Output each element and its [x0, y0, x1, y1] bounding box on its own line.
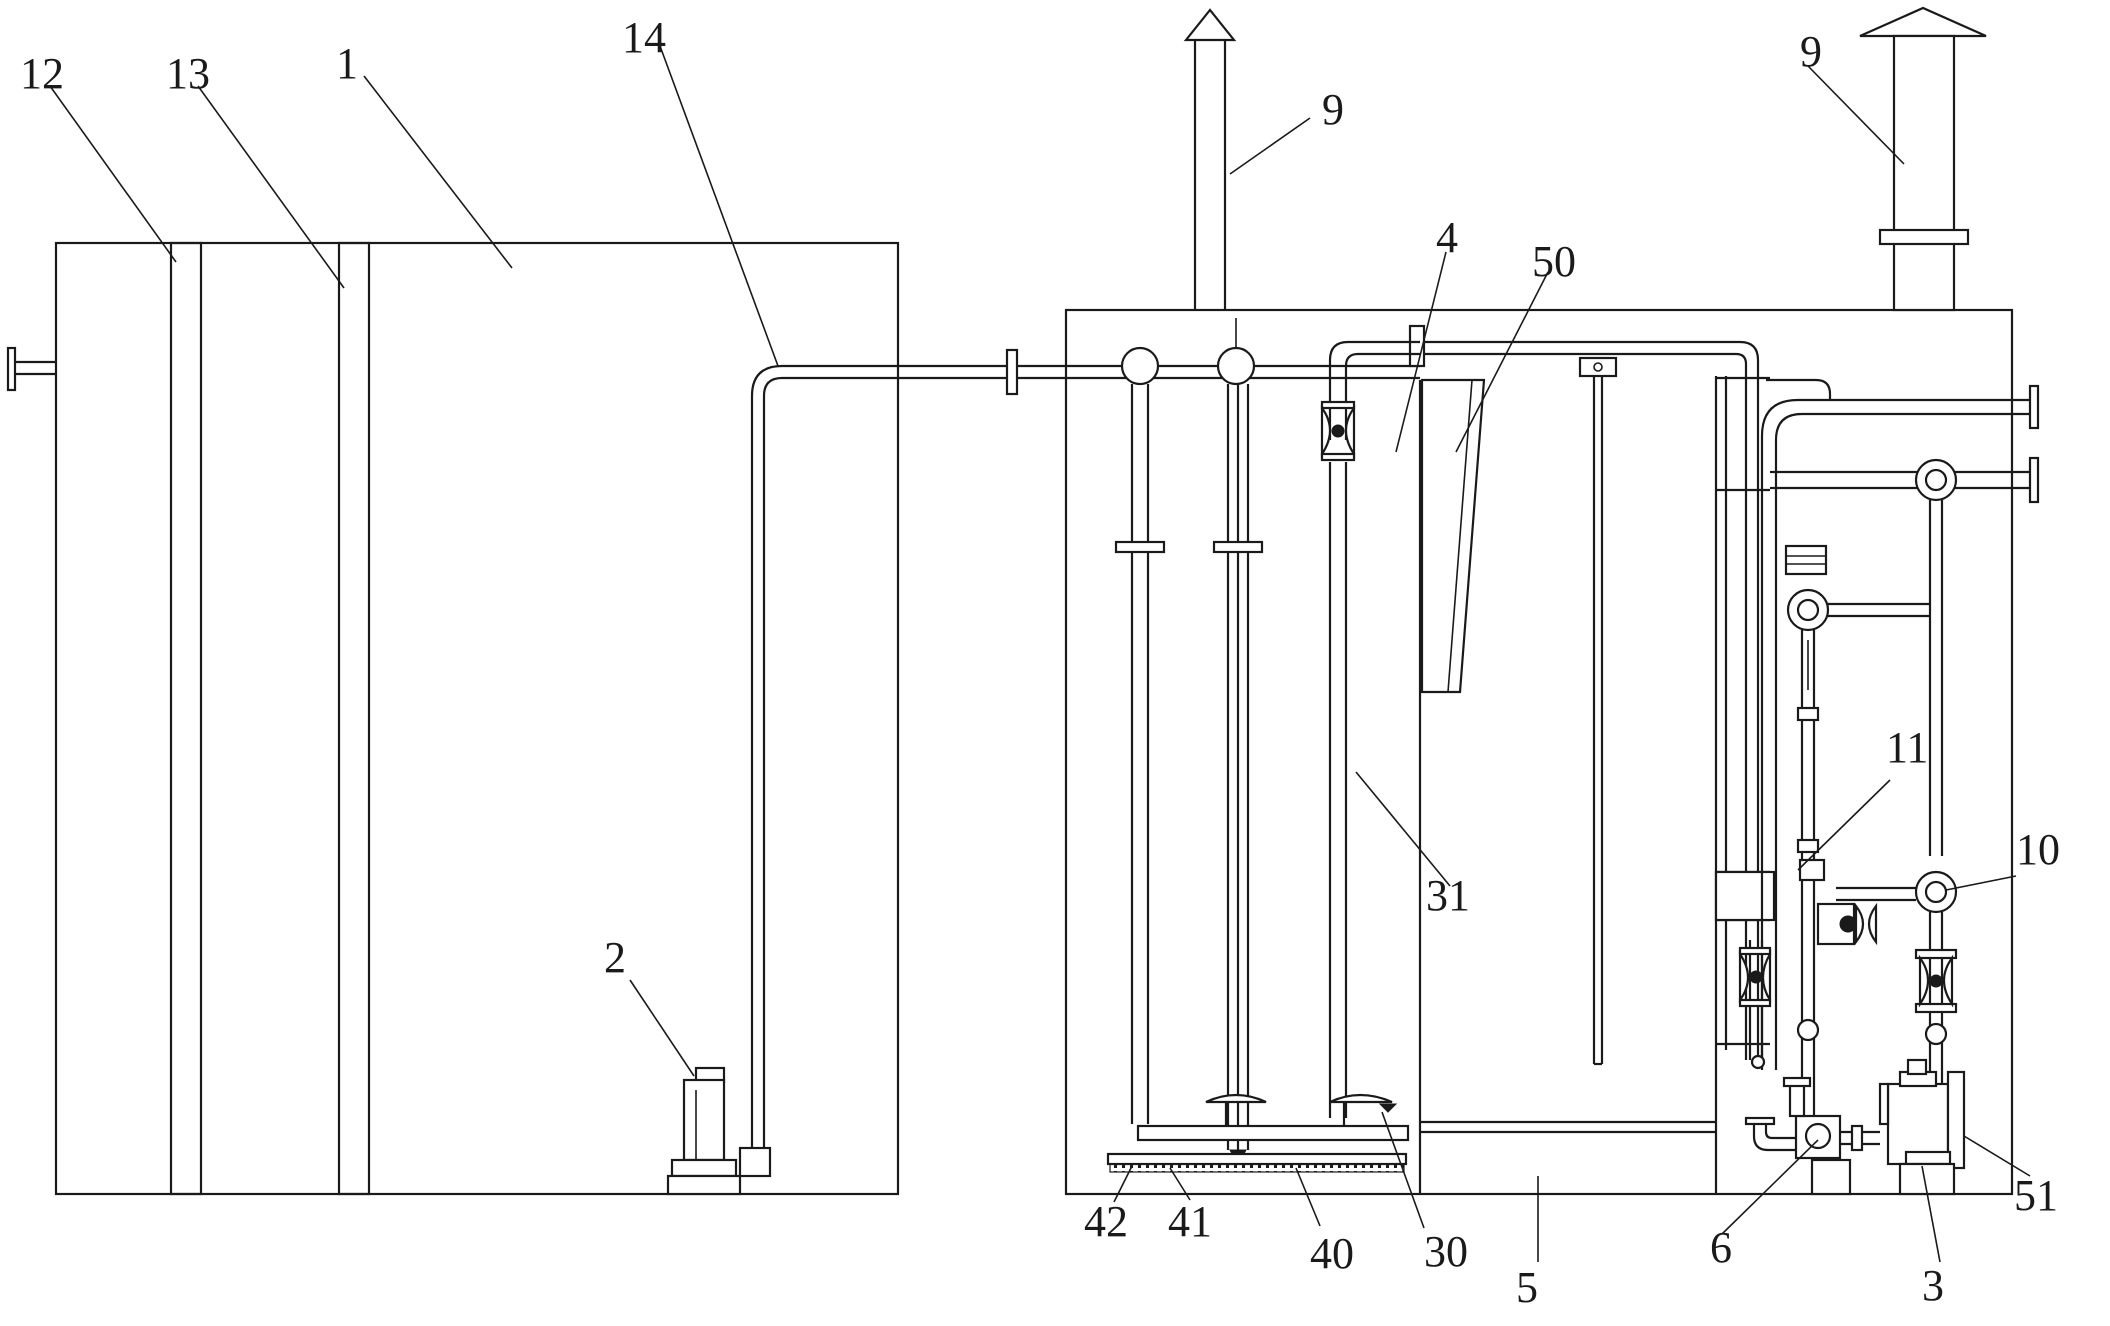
instrument-column: [1784, 544, 1930, 1120]
label-2: 2: [604, 933, 626, 982]
riser-pipe-1: [1114, 346, 1166, 1124]
submersible-pump: [666, 1066, 772, 1196]
leader-lines: [49, 45, 2031, 1263]
equipment-frame: [1714, 376, 1776, 1050]
label-13: 13: [166, 49, 210, 98]
left-tank: [6, 241, 900, 1196]
label-42: 42: [1084, 1197, 1128, 1246]
label-41: 41: [1168, 1197, 1212, 1246]
exhaust-stack-right: [1859, 6, 1987, 312]
label-31: 31: [1426, 871, 1470, 920]
diffuser-discs: [1205, 1093, 1398, 1126]
label-1: 1: [336, 39, 358, 88]
label-50: 50: [1532, 237, 1576, 286]
blower-3: [1878, 1058, 1966, 1196]
label-9-left: 9: [1322, 85, 1344, 134]
level-rod: [1592, 376, 1604, 1066]
filter-layer-12: [169, 241, 203, 1196]
label-4: 4: [1436, 213, 1458, 262]
label-51: 51: [2014, 1171, 2058, 1220]
label-30: 30: [1424, 1227, 1468, 1276]
aeration-manifold: [1106, 1124, 1410, 1173]
label-3: 3: [1922, 1261, 1944, 1310]
outlet-pipe-lower: [1770, 456, 2040, 856]
label-40: 40: [1310, 1229, 1354, 1278]
filter-layer-13: [337, 241, 371, 1196]
label-14: 14: [622, 13, 666, 62]
part-labels: 12 13 1 14 9 9 4 50 11 10 31 2 51 42 41 …: [20, 13, 2060, 1312]
outlet-pipe-upper: [1760, 378, 2040, 1070]
exhaust-stack-left: [1183, 8, 1237, 310]
label-12: 12: [20, 49, 64, 98]
label-11: 11: [1886, 723, 1928, 772]
branch-valve: [1738, 940, 1772, 1070]
header-pipe: [1066, 324, 1760, 1060]
right-tank: [1064, 308, 2014, 1196]
flow-meter-10: [1914, 870, 1958, 1104]
riser-pipe-2: [1212, 318, 1264, 1166]
label-10: 10: [2016, 825, 2060, 874]
label-5: 5: [1516, 1263, 1538, 1312]
riser-pipe-31: [1320, 340, 1420, 1118]
label-6: 6: [1710, 1223, 1732, 1272]
pump-6: [1744, 1076, 1880, 1196]
label-9-right: 9: [1800, 27, 1822, 76]
control-valve-11: [1798, 858, 1916, 946]
inclined-settler: [1420, 378, 1486, 694]
delivery-pipe: [750, 348, 1066, 1148]
